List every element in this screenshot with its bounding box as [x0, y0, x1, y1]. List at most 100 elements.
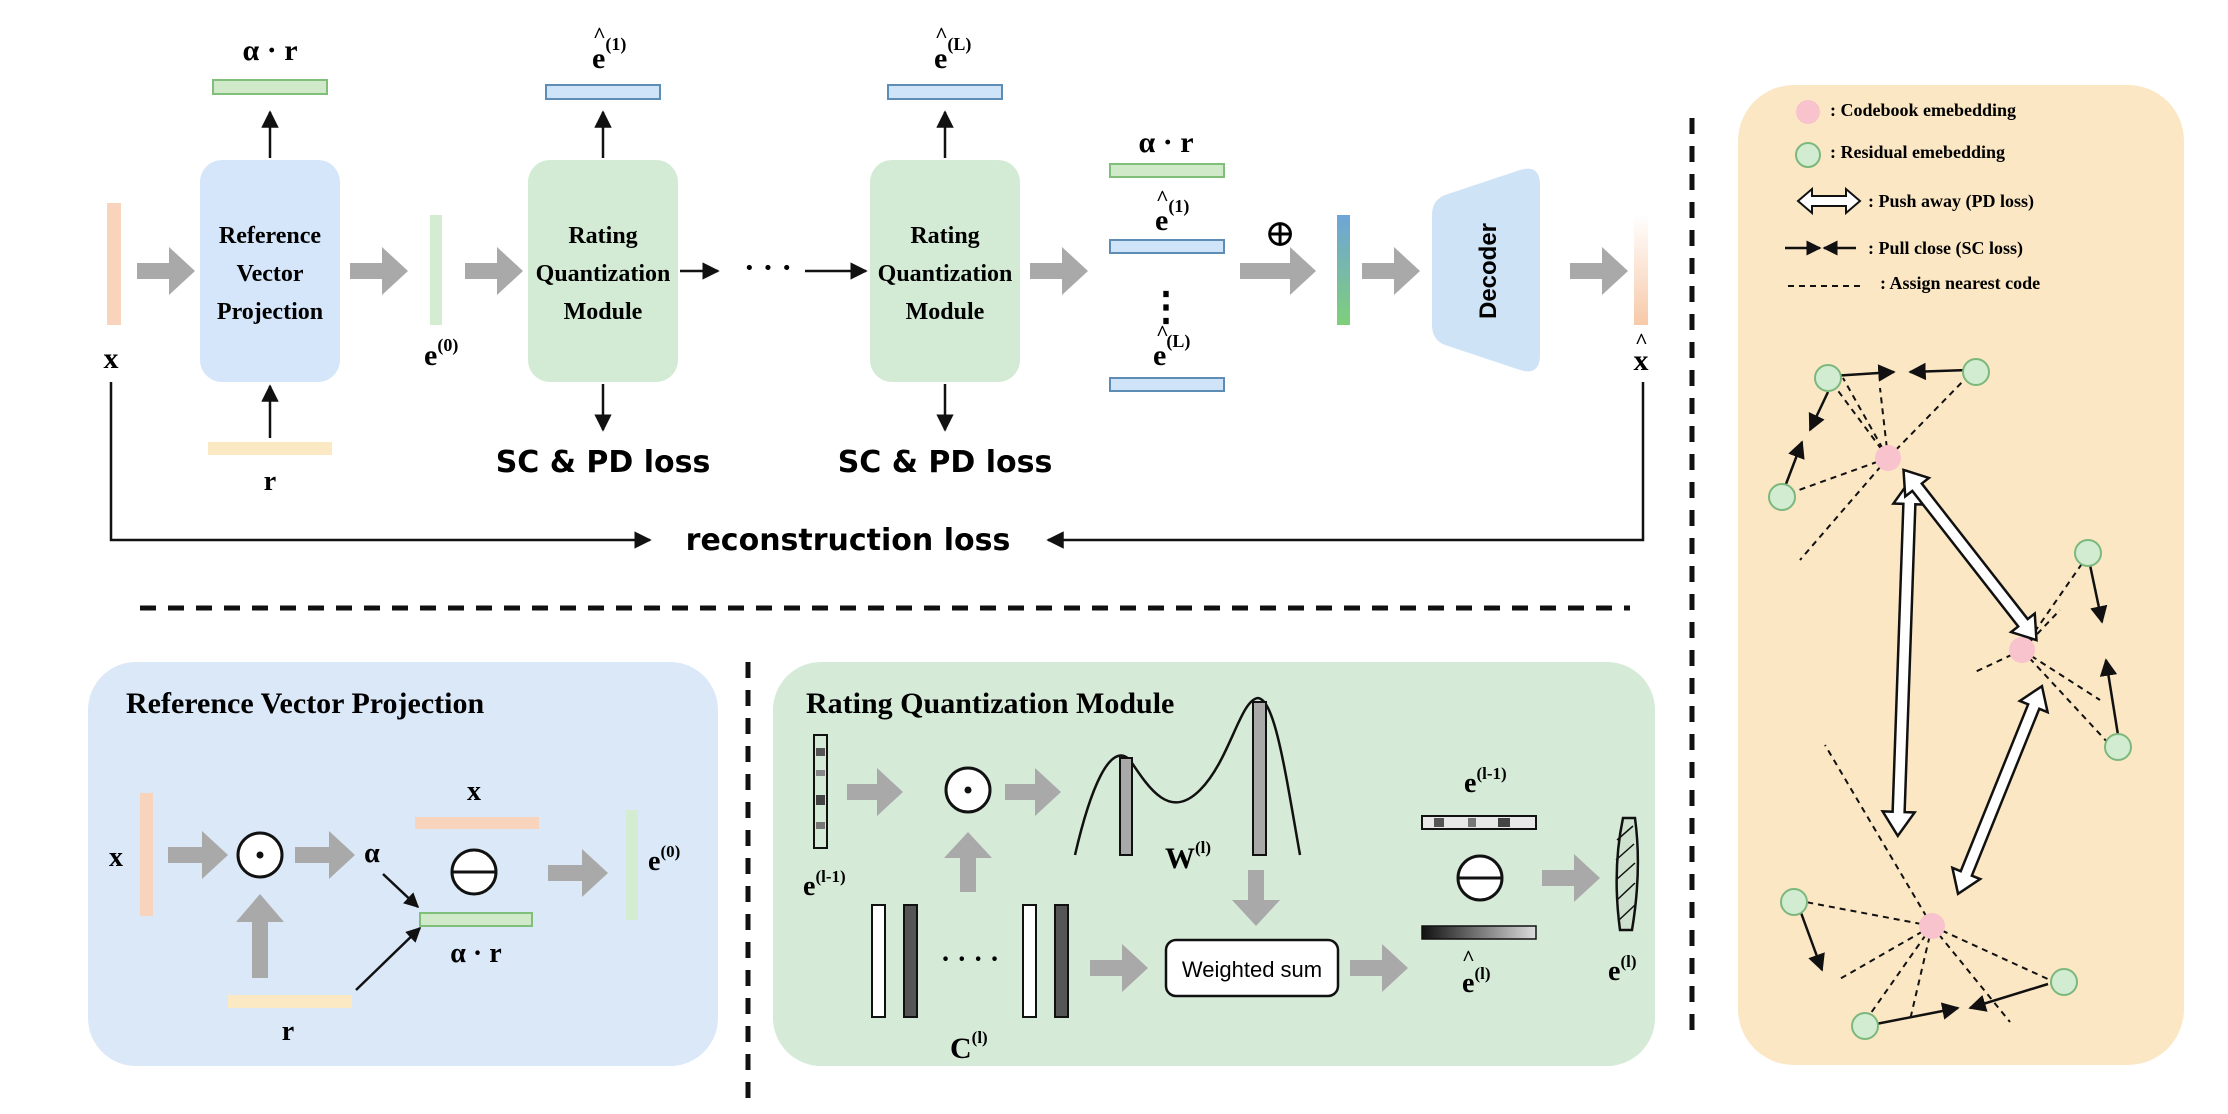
- cluster-3: [1794, 744, 2051, 1023]
- stack-alpha-r-label: α · r: [1138, 126, 1193, 159]
- legend-panel: : Codebook emebedding : Residual emebedd…: [1738, 85, 2184, 1065]
- gray-arrow: [847, 768, 903, 816]
- rqm2-label-line3: Module: [906, 299, 985, 325]
- rvp-panel-bg: [88, 662, 718, 1066]
- reference-vector-projection-box: [200, 160, 340, 382]
- gray-arrow: [465, 247, 523, 295]
- top-pipeline: x Reference Vector Projection α · r r e(…: [104, 22, 1649, 558]
- gray-arrow: [1240, 247, 1316, 295]
- assign-line: [1865, 925, 1933, 1021]
- codebook-node: [1875, 445, 1901, 471]
- decoder-shape: [1432, 168, 1540, 372]
- residual-node-icon: [1795, 142, 1821, 168]
- assign-line: [2021, 609, 2061, 651]
- weight-bar-small: [1119, 757, 1133, 856]
- alpha-r-bar: [212, 79, 328, 95]
- legend-codebook-label: : Codebook emebedding: [1830, 100, 2016, 120]
- noise-cell: [816, 748, 825, 756]
- rvp-label-line1: Reference: [219, 223, 322, 249]
- pull-arrow: [2088, 564, 2108, 624]
- push-arrow-vertical: [1880, 477, 1928, 839]
- assign-line: [1974, 649, 2023, 673]
- rvp-r-bar: [228, 995, 352, 1008]
- legend-pull-label: : Pull close (SC loss): [1868, 238, 2023, 259]
- rvp-detail-panel: Reference Vector Projection x r α x α · …: [88, 662, 718, 1066]
- residual-node: [1780, 888, 1808, 916]
- gray-arrow: [350, 247, 408, 295]
- rvp-e0-sup: (0): [660, 842, 680, 861]
- rvp-x-bar: [140, 793, 153, 916]
- codebook-bar-dark: [903, 904, 918, 1018]
- weight-distribution-curve: [1073, 696, 1302, 856]
- rvp-e0-label: e(0): [648, 842, 680, 877]
- r-arrow: [355, 926, 422, 991]
- sc-pd-loss-label-1: SC & PD loss: [496, 445, 711, 480]
- residual-node: [2050, 968, 2078, 996]
- pull-arrow: [1798, 909, 1825, 972]
- pull-arrow: [1784, 440, 1805, 485]
- stack-ehat1-label: e(1): [1155, 196, 1189, 237]
- codebook-dots: · · · ·: [941, 944, 999, 975]
- legend-push-label: : Push away (PD loss): [1868, 191, 2034, 212]
- rqm-el1-vertical-bar: [813, 734, 828, 849]
- alpha-arrow: [382, 873, 420, 909]
- push-arrow-lower: [1950, 684, 2050, 896]
- assign-line: [1842, 377, 1889, 459]
- ehatL-hat: ^: [935, 22, 948, 47]
- ehatL-label: e(L): [934, 34, 971, 75]
- rvp-panel-title: Reference Vector Projection: [126, 687, 484, 720]
- gray-arrow: [168, 831, 228, 879]
- rvp-alpha-r-label: α · r: [450, 938, 501, 969]
- hatch: [1615, 825, 1636, 921]
- assign-line: [1824, 744, 1933, 927]
- gray-arrow: [1030, 247, 1088, 295]
- rqm-right-el1-sup: (l-1): [1476, 764, 1506, 783]
- xhat-output-bar: [1634, 215, 1648, 325]
- recon-line-left: [109, 382, 652, 549]
- residual-node: [1851, 1012, 1879, 1040]
- gray-arrow-up: [944, 832, 992, 892]
- reconstruction-loss-label: reconstruction loss: [686, 523, 1011, 558]
- stack-ehatL-label: e(L): [1153, 331, 1190, 372]
- rqm-el-sup: (l): [1620, 952, 1636, 971]
- rqm1-label-line3: Module: [564, 299, 643, 325]
- codebook-label: C(l): [950, 1028, 988, 1065]
- pull-arrow: [1875, 1002, 1960, 1026]
- rqm-el1-sup: (l-1): [815, 867, 845, 886]
- rqm-panel-bg: [773, 662, 1655, 1066]
- ehatL-bar: [887, 84, 1003, 100]
- stack-alpha-r-bar: [1109, 163, 1225, 178]
- e0-sup: (0): [437, 335, 458, 356]
- rvp-label-line2: Vector: [236, 261, 303, 287]
- assign-line: [2021, 649, 2101, 701]
- combined-embedding-bar: [1337, 215, 1350, 325]
- rqm-detail-panel: Rating Quantization Module e(l-1) · · · …: [773, 662, 1655, 1066]
- assign-line: [1794, 899, 1933, 927]
- codebook-node: [1919, 913, 1945, 939]
- pull-arrow: [1808, 391, 1830, 432]
- residual-node: [2074, 539, 2102, 567]
- rqm-ehat-bar: [1421, 925, 1537, 940]
- gray-arrow: [1362, 247, 1420, 295]
- gray-arrow: [548, 849, 608, 897]
- gray-arrow: [295, 831, 355, 879]
- codebook-bar-white: [871, 904, 886, 1018]
- ehat1-bar: [545, 84, 661, 100]
- codebook-bar-white: [1022, 904, 1037, 1018]
- weights-sup: (l): [1195, 838, 1211, 857]
- e0-bar: [430, 215, 442, 325]
- weighted-sum-label: Weighted sum: [1182, 957, 1322, 982]
- noise-cell: [816, 795, 825, 805]
- stack-ehat1-bar: [1109, 239, 1225, 254]
- gray-arrow: [1005, 768, 1061, 816]
- codebook-node-icon: [1796, 100, 1820, 124]
- rvp-e0-bar: [626, 810, 638, 920]
- ehat1-sup: (1): [605, 34, 626, 55]
- rqm2-label-line2: Quantization: [878, 261, 1013, 287]
- assign-line: [1799, 457, 1889, 561]
- gray-arrow-down: [1232, 870, 1280, 926]
- rqm1-label-line2: Quantization: [536, 261, 671, 287]
- rating-quantization-module-box-1: [528, 160, 678, 382]
- rqm-el-label: e(l): [1608, 952, 1636, 987]
- ehatL-sup: (L): [947, 34, 971, 55]
